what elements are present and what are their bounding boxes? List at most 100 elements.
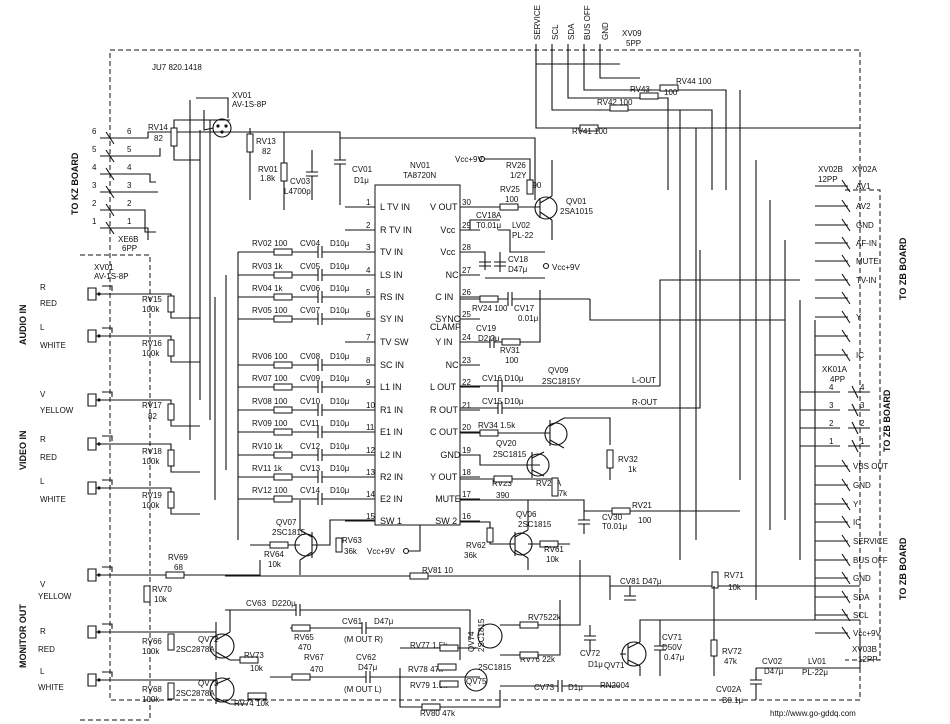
input-capacitor: CV09	[300, 374, 321, 383]
rv24: RV24 100	[472, 304, 508, 313]
ic-pin-name-25: SYNC	[435, 314, 461, 324]
cv81: CV81 D47μ	[620, 577, 662, 586]
xk01a-pin-right: 3	[860, 401, 865, 410]
video-yellow: YELLOW	[40, 406, 74, 415]
lv01: LV01	[808, 657, 827, 666]
mout-r: (M OUT R)	[344, 635, 383, 644]
cv62: CV62	[356, 653, 377, 662]
rca-jack	[87, 435, 118, 451]
rv17: RV17	[142, 401, 162, 410]
ic-pin-name-7: TV SW	[380, 337, 409, 347]
cv63: CV63	[246, 599, 267, 608]
input-capacitor-value: D10μ	[330, 284, 350, 293]
input-capacitor-value: D10μ	[330, 419, 350, 428]
qv09: QV09	[548, 366, 569, 375]
kz-board-label: TO KZ BOARD	[70, 152, 80, 215]
rv77: RV77 1.5k	[410, 641, 448, 650]
rv78: RV78 47k	[408, 665, 444, 674]
rv63-value: 36k	[344, 547, 358, 556]
qv71-value: RN2004	[600, 681, 630, 690]
input-capacitor: CV10	[300, 397, 321, 406]
rv23: RV23	[492, 479, 512, 488]
xv02a-pin: IC	[856, 351, 864, 360]
rv13: RV13	[256, 137, 276, 146]
rv16-value: 100k	[142, 349, 160, 358]
qv73-value: 2SC2878A	[176, 689, 215, 698]
rca-jack	[87, 285, 118, 301]
qv74-value: 2SC1815	[477, 618, 486, 652]
cv02: CV02	[762, 657, 783, 666]
xv03b-pin: GND	[853, 481, 871, 490]
rv65-value: 470	[298, 643, 312, 652]
input-capacitor-value: D10μ	[330, 486, 350, 495]
input-resistor: RV10 1k	[252, 442, 284, 451]
cv73: CV73	[534, 683, 555, 692]
cv16: CV16 D10μ	[482, 374, 524, 383]
ic-pin-num-12: 12	[366, 446, 375, 455]
ic-pin-name-6: SY IN	[380, 314, 403, 324]
xv03b-pin: Vcc+9V	[853, 629, 881, 638]
input-capacitor: CV13	[300, 464, 321, 473]
monitor-red: RED	[38, 645, 55, 654]
ic-pin-num-24: 24	[462, 333, 471, 342]
input-capacitor-value: D10μ	[330, 352, 350, 361]
qv07: QV07	[276, 518, 297, 527]
ic-pin-num-5: 5	[366, 288, 371, 297]
ic-pin-name-2: R TV IN	[380, 225, 412, 235]
input-capacitor: CV07	[300, 306, 321, 315]
ic-pin-name-11: E1 IN	[380, 427, 403, 437]
input-capacitor-value: D10μ	[330, 239, 350, 248]
xv02a-pin: AV1	[856, 182, 871, 191]
rv67: RV67	[304, 653, 324, 662]
xv02a-pin: Y	[856, 313, 862, 322]
video-in-label: VIDEO IN	[18, 430, 28, 470]
qv75: QV75	[466, 677, 487, 686]
input-capacitor-value: D10μ	[330, 262, 350, 271]
vcc-ic-bottom: Vcc+9V	[367, 547, 395, 556]
ic-pin-num-28: 28	[462, 243, 471, 252]
cv61-value: D47μ	[374, 617, 394, 626]
ic-pin-name-21: R OUT	[430, 405, 459, 415]
rv61-value: 10k	[546, 555, 560, 564]
xv01-top-jack: XV01 AV-1S-8P	[196, 91, 267, 138]
kz-pin-6: 6	[92, 127, 97, 136]
ic-pin-num-10: 10	[366, 401, 375, 410]
xv02b-ref: XV02B	[818, 165, 843, 174]
video-red: RED	[40, 453, 57, 462]
ic-pin-name-clamp: CLAMP	[430, 322, 461, 332]
ic-pin-num-16: 16	[462, 512, 471, 521]
input-capacitor-value: D10μ	[330, 442, 350, 451]
xv03b-pin: GND	[853, 574, 871, 583]
audio-red: RED	[40, 299, 57, 308]
xk01a-pin: 1	[829, 437, 834, 446]
input-capacitor-value: D10μ	[330, 397, 350, 406]
kz-pin-3b: 3	[127, 181, 132, 190]
xv09-type: 5PP	[626, 39, 641, 48]
xv02a-ref: XV02A	[852, 165, 878, 174]
ic-pin-name-17: MUTE	[435, 494, 461, 504]
zb-board-label-2: TO ZB BOARD	[882, 389, 892, 452]
video-white: WHITE	[40, 495, 66, 504]
ic-pin-name-26: C IN	[435, 292, 453, 302]
xk01a-pin-right: 4	[860, 383, 865, 392]
xv03b-pin: SERVICE	[853, 537, 888, 546]
rv26-value: 1/2Y	[510, 171, 527, 180]
rv66: RV66	[142, 637, 162, 646]
input-capacitor-value: D10μ	[330, 306, 350, 315]
rv21-value: 100	[638, 516, 652, 525]
rv80: RV80 47k	[420, 709, 456, 718]
xv01-side-type: AV-1S-8P	[94, 272, 129, 281]
rv26-value2: 390	[528, 181, 542, 190]
ic-pin-num-20: 20	[462, 423, 471, 432]
ic-pin-name-30: V OUT	[430, 202, 458, 212]
ic-pin-name-1: L TV IN	[380, 202, 410, 212]
cv02a: CV02A	[716, 685, 742, 694]
lv01-value: PL-22μ	[802, 668, 828, 677]
cv17-value: 0.01μ	[518, 314, 539, 323]
rv68-value: 100k	[142, 695, 160, 704]
rv32-value: 1k	[628, 465, 637, 474]
input-resistor: RV11 1k	[252, 464, 283, 473]
rv44: RV44 100	[676, 77, 712, 86]
